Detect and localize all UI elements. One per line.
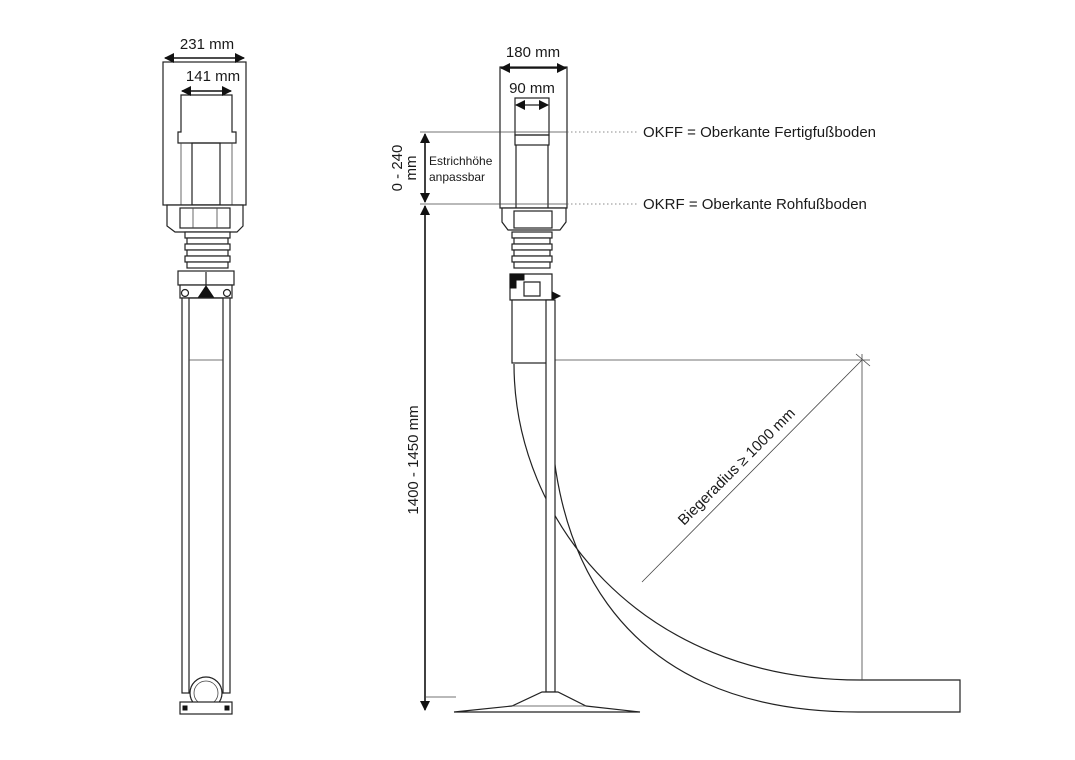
right-foot-plate (453, 691, 641, 713)
okrf-label: OKRF = Oberkante Rohfußboden (643, 196, 867, 213)
okff-label: OKFF = Oberkante Fertigfußboden (643, 124, 876, 141)
left-outer-width-label: 231 mm (180, 36, 234, 53)
screed-note-line1: Estrichhöhe (429, 154, 493, 168)
right-pipe-sleeve (511, 299, 553, 364)
left-inner-width-label: 141 mm (186, 68, 240, 85)
right-base-clamp (501, 207, 567, 231)
left-base-clamp (166, 204, 244, 233)
screed-note-line2: anpassbar (429, 170, 485, 184)
left-main-pipe (181, 297, 231, 694)
bend-radius-label: Biegeradius ≥ 1000 mm (675, 405, 799, 529)
left-inner-insert (177, 94, 237, 144)
left-corrugated-hose (184, 231, 231, 269)
screed-range-value: 0 - 240 (389, 145, 406, 192)
bend-conduit (513, 363, 961, 713)
left-front-view (162, 53, 247, 715)
right-support-rod (545, 299, 556, 693)
right-inner-width-label: 90 mm (509, 80, 555, 97)
right-outer-width-label: 180 mm (506, 44, 560, 61)
right-corrugated-hose (511, 231, 553, 269)
height-range-label: 1400 - 1450 mm (405, 405, 422, 514)
bend-radius-line (641, 359, 863, 583)
screed-range-label: 0 - 240 (389, 145, 406, 192)
right-side-view (420, 63, 961, 713)
screed-range-unit: mm (403, 156, 420, 181)
right-head-housing (499, 66, 568, 209)
